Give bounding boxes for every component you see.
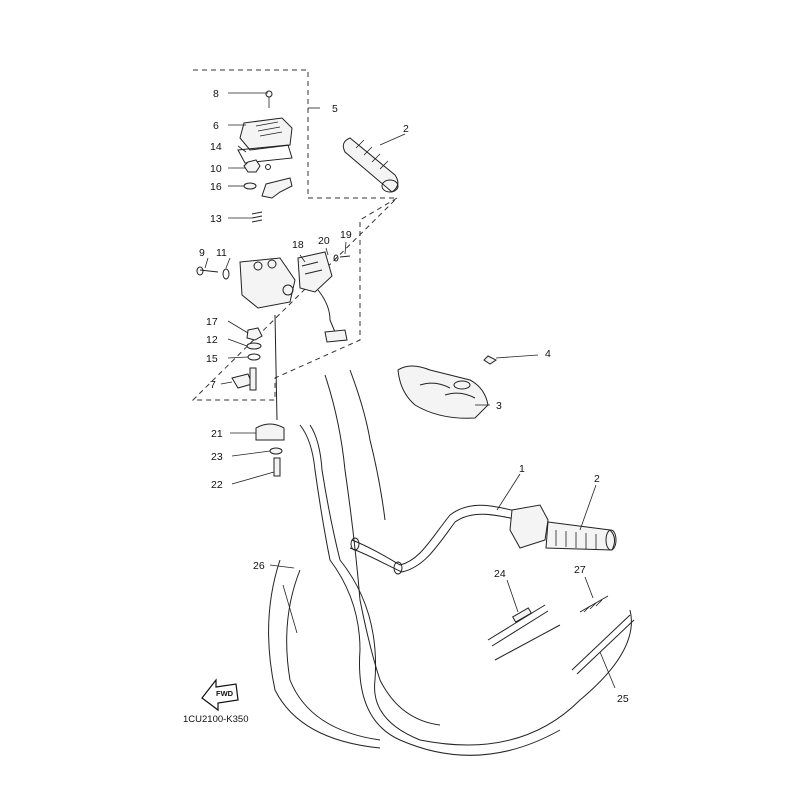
leader-lines: [204, 92, 616, 689]
callout-15: 15: [206, 353, 218, 365]
assembly-boundary-5: [191, 69, 398, 401]
callout-12: 12: [206, 334, 218, 346]
switch-body: [196, 257, 296, 309]
callout-5: 5: [332, 103, 338, 115]
callout-21: 21: [211, 428, 223, 440]
cable-routing: [268, 369, 632, 756]
callout-20: 20: [318, 235, 330, 247]
callout-25: 25: [617, 693, 629, 705]
fwd-label: FWD: [216, 689, 234, 698]
callout-18: 18: [292, 239, 304, 251]
right-grip-assembly: [509, 504, 617, 551]
fwd-arrow: FWD: [201, 678, 239, 712]
callout-13: 13: [210, 213, 222, 225]
callout-9: 9: [199, 247, 205, 259]
left-grip: [342, 137, 399, 193]
callout-14: 14: [210, 141, 222, 153]
switch-cover: [237, 90, 293, 164]
callout-22: 22: [211, 479, 223, 491]
callout-6: 6: [213, 120, 219, 132]
callout-4: 4: [545, 348, 551, 360]
callout-3: 3: [496, 400, 502, 412]
callout-26: 26: [253, 560, 265, 572]
callout-2-top: 2: [403, 123, 409, 135]
callout-7: 7: [210, 379, 216, 391]
callout-1: 1: [519, 463, 525, 475]
callout-27: 27: [574, 564, 586, 576]
callout-2-right: 2: [594, 473, 600, 485]
throttle-cable: [274, 314, 278, 421]
handlebar-cover: [397, 355, 497, 419]
kill-switch: [297, 251, 351, 343]
diagram-code: 1CU2100-K350: [183, 714, 249, 725]
callout-23: 23: [211, 451, 223, 463]
cable-24: [487, 604, 561, 661]
callout-11: 11: [216, 247, 227, 259]
callout-8: 8: [213, 88, 219, 100]
cable-25: [571, 595, 635, 675]
callout-19: 19: [340, 229, 352, 241]
callout-10: 10: [210, 163, 222, 175]
callout-17: 17: [206, 316, 218, 328]
lever-parts: [231, 327, 263, 391]
callout-24: 24: [494, 568, 506, 580]
switch-small-parts: [243, 159, 293, 223]
callout-labels: 8 6 14 10 16 13 9 11 17 12 15 7 21 23 22…: [199, 88, 629, 705]
callout-16: 16: [210, 181, 222, 193]
handlebar: [349, 504, 521, 575]
clamp-parts: [255, 423, 285, 477]
